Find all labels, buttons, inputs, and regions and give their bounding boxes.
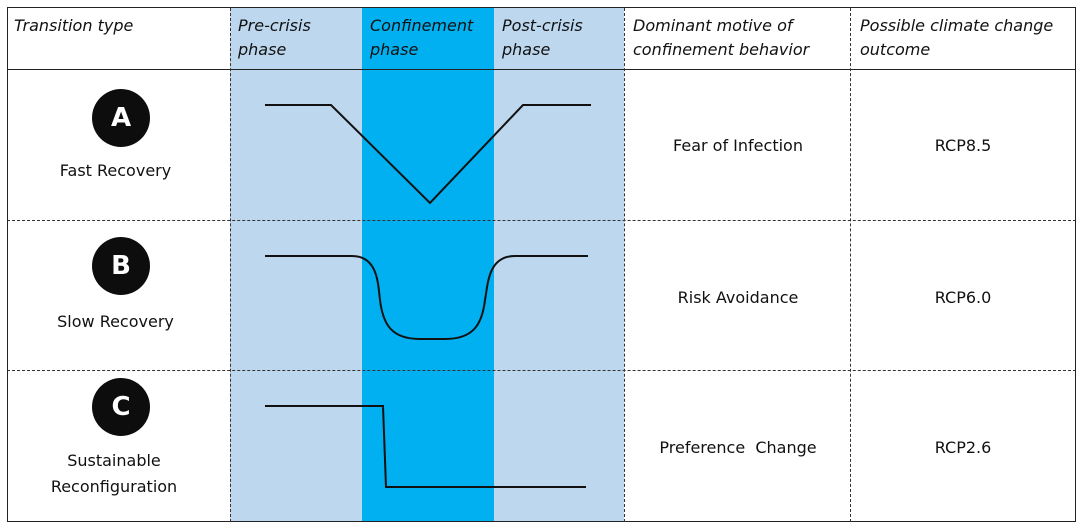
header-dominant-motive: Dominant motive of confinement behavior (633, 16, 810, 59)
header-bottom-border (7, 69, 1076, 70)
table-top-border (7, 7, 1076, 8)
table-left-border (7, 8, 8, 522)
post-crisis-column-bg (494, 8, 624, 522)
table-right-border (1075, 8, 1076, 522)
badge-b: B (92, 237, 150, 295)
motive-preference-change: Preference Change (659, 438, 817, 457)
col-divider-3 (850, 8, 851, 522)
header-post-crisis: Post-crisis phase (502, 16, 583, 59)
motive-risk-avoidance: Risk Avoidance (677, 288, 799, 307)
curve-fast-recovery-v (265, 104, 591, 205)
col-divider-2 (624, 8, 625, 522)
motive-fear-of-infection: Fear of Infection (673, 136, 803, 155)
badge-a: A (92, 89, 150, 147)
outcome-rcp26: RCP2.6 (934, 438, 992, 457)
outcome-rcp60: RCP6.0 (934, 288, 992, 307)
row-divider-2 (7, 370, 1076, 371)
header-confinement: Confinement phase (370, 16, 474, 59)
header-pre-crisis: Pre-crisis phase (238, 16, 311, 59)
row-label-fast-recovery: Fast Recovery (59, 161, 172, 180)
pre-crisis-column-bg (230, 8, 362, 522)
row-divider-1 (7, 220, 1076, 221)
outcome-rcp85: RCP8.5 (934, 136, 992, 155)
header-climate-outcome: Possible climate change outcome (860, 16, 1054, 59)
badge-c: C (92, 378, 150, 436)
header-transition-type: Transition type (14, 16, 134, 35)
row-label-sustainable-reconfiguration: Sustainable Reconfiguration (50, 451, 178, 496)
row-label-slow-recovery: Slow Recovery (57, 312, 174, 331)
col-divider-1 (230, 8, 231, 522)
curve-slow-recovery-u (265, 255, 588, 340)
table-bottom-border (7, 521, 1076, 522)
curve-sustainable-step (265, 405, 586, 488)
